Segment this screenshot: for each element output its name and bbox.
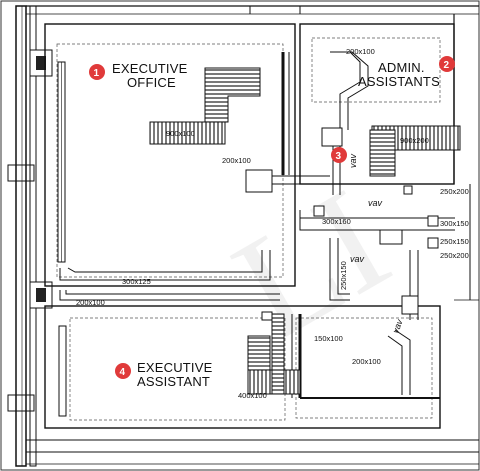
duct-size-label: 250x200: [440, 187, 469, 196]
room-label-executive-office-line2: OFFICE: [127, 75, 176, 90]
vav-label: vav: [350, 254, 365, 264]
diffusers: [261, 185, 439, 321]
room-label-admin-line2: ASSISTANTS: [358, 74, 440, 89]
room-label-executive-assistant-line2: ASSISTANT: [137, 374, 210, 389]
duct-size-label: 200x100: [352, 357, 381, 366]
south-wall: [26, 439, 479, 465]
duct-size-label: 900x100: [166, 129, 195, 138]
room-label-executive-assistant-line1: EXECUTIVE: [137, 360, 213, 375]
marker-2-number: 2: [444, 60, 450, 71]
duct-size-label: 300x125: [122, 277, 151, 286]
supply-ducts: [59, 51, 461, 398]
vav-label: vav: [348, 153, 358, 168]
duct-size-label: 300x150: [440, 219, 469, 228]
duct-size-label: 250x150: [440, 237, 469, 246]
duct-size-label: 200x100: [222, 156, 251, 165]
marker-4-number: 4: [120, 367, 126, 378]
duct-size-label: 400x100: [238, 391, 267, 400]
east-wall: [453, 14, 479, 301]
marker-4: 4: [115, 363, 131, 379]
duct-size-label: 250x150: [339, 261, 348, 290]
west-wall: [7, 5, 53, 467]
room-label-admin-line1: ADMIN.: [378, 60, 425, 75]
vav-label: vav: [368, 198, 383, 208]
north-wall: [26, 5, 479, 15]
marker-1-number: 1: [94, 68, 100, 79]
duct-size-label: 200x100: [346, 47, 375, 56]
marker-3-number: 3: [336, 151, 342, 162]
duct-size-label: 200x100: [76, 298, 105, 307]
duct-size-label: 300x160: [322, 217, 351, 226]
vav-label: vav: [390, 318, 404, 335]
duct-size-label: 150x100: [314, 334, 343, 343]
marker-3: 3: [331, 147, 347, 163]
watermark: LI: [209, 157, 415, 372]
duct-size-label: 900x200: [400, 136, 429, 145]
executive-assistant-room: [44, 305, 441, 429]
duct-size-label: 250x200: [440, 251, 469, 260]
marker-2: 2: [439, 56, 455, 72]
marker-1: 1: [89, 64, 105, 80]
room-label-executive-office-line1: EXECUTIVE: [112, 61, 188, 76]
